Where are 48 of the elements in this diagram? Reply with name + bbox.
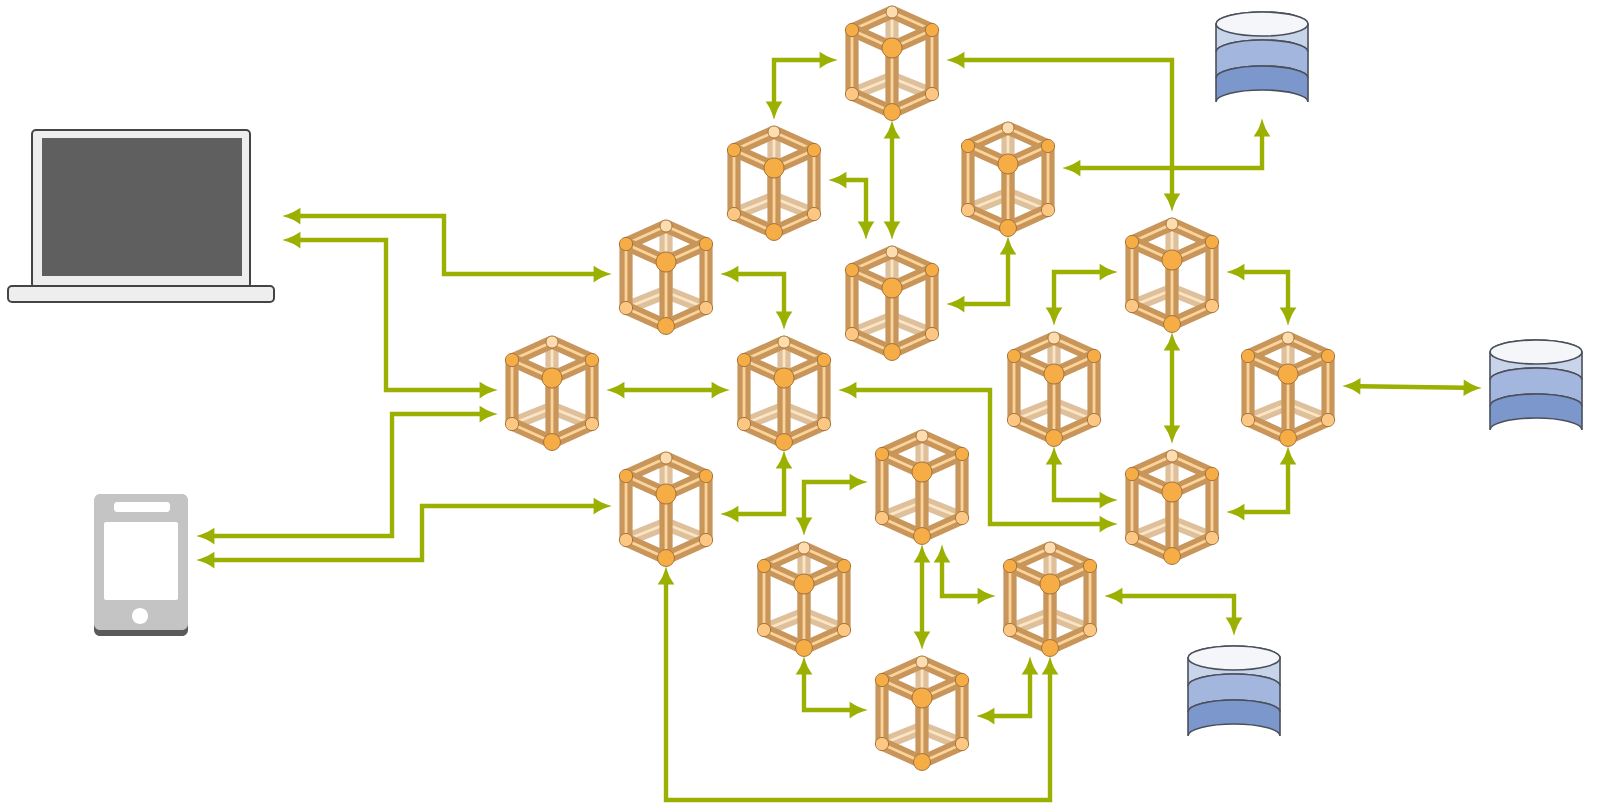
double-arrow: [286, 233, 494, 397]
cube-drawing: [618, 451, 714, 567]
double-arrow: [980, 660, 1037, 723]
double-arrow: [950, 240, 1015, 311]
cube-drawing: [844, 245, 940, 361]
cube-drawing: [844, 5, 940, 121]
double-arrow: [724, 454, 791, 521]
laptop-drawing: [7, 129, 275, 303]
double-arrow: [1230, 450, 1295, 519]
double-arrow: [915, 548, 929, 646]
double-arrow: [1047, 265, 1114, 322]
cube-drawing: [960, 121, 1056, 237]
cube-drawing: [1006, 331, 1102, 447]
phone-drawing: [94, 494, 188, 636]
cube-drawing: [874, 429, 970, 545]
double-arrow: [885, 124, 899, 236]
double-arrow: [286, 209, 608, 281]
cube-drawing: [726, 125, 822, 241]
double-arrow: [767, 53, 834, 116]
double-arrow: [659, 570, 1057, 803]
double-arrow: [950, 53, 1179, 208]
cube-drawing: [504, 335, 600, 451]
double-arrow: [1230, 265, 1295, 322]
double-arrow: [935, 548, 992, 603]
cube-drawing: [756, 541, 852, 657]
cube-drawing: [618, 219, 714, 335]
double-arrow: [797, 475, 864, 532]
cube-drawing: [1002, 541, 1098, 657]
database-cylinder: [1489, 339, 1583, 431]
database-cylinder: [1187, 645, 1281, 737]
double-arrow: [200, 407, 494, 543]
cube-drawing: [1124, 449, 1220, 565]
database-cylinder: [1215, 11, 1309, 103]
cube-drawing: [736, 335, 832, 451]
double-arrow: [1346, 379, 1478, 395]
double-arrow: [1108, 589, 1241, 632]
double-arrow: [1047, 450, 1114, 507]
cube-drawing: [1124, 217, 1220, 333]
cube-drawing: [1240, 331, 1336, 447]
double-arrow: [1066, 122, 1269, 175]
double-arrow: [724, 267, 791, 326]
cube-drawing: [874, 655, 970, 771]
double-arrow: [1165, 336, 1179, 440]
double-arrow: [797, 660, 864, 717]
double-arrow: [842, 383, 1114, 531]
double-arrow: [610, 383, 726, 397]
double-arrow: [200, 499, 608, 567]
double-arrow: [832, 173, 873, 236]
